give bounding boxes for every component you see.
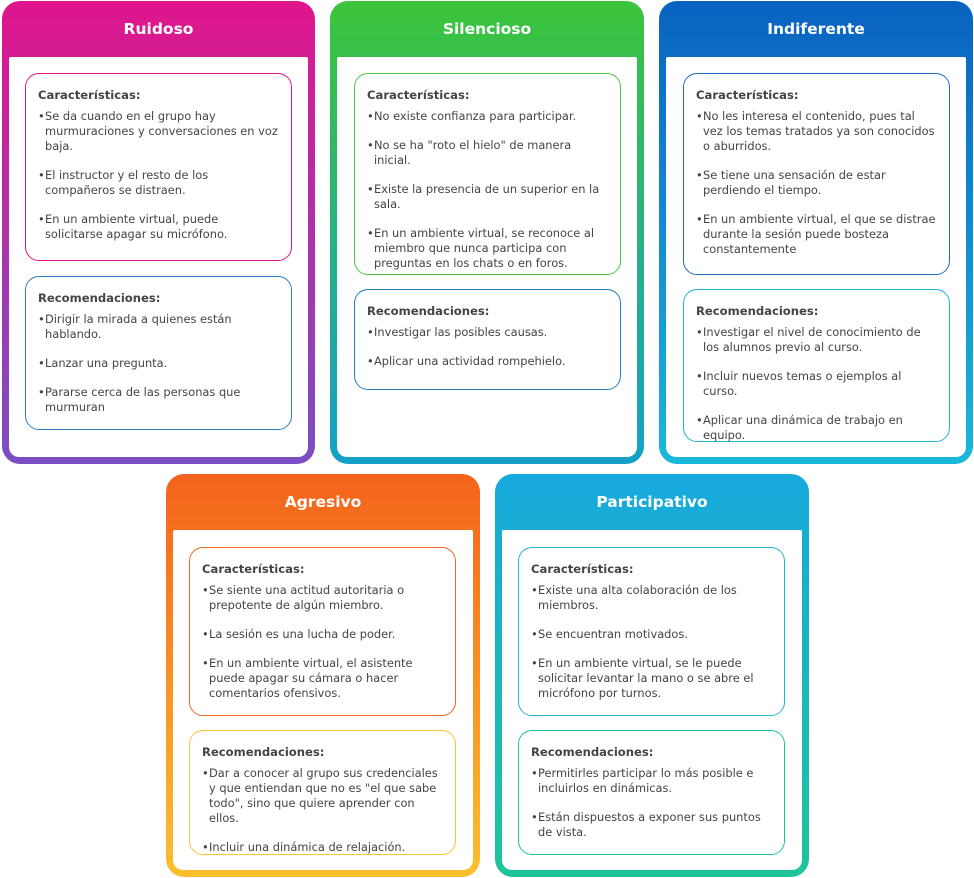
card-title: Indiferente: [767, 20, 865, 38]
recommendations-box: Recomendaciones: Investigar las posibles…: [354, 289, 621, 390]
recommendations-list: Permitirles participar lo más posible e …: [531, 766, 772, 840]
recommendations-heading: Recomendaciones:: [367, 304, 490, 318]
card-body: Características: Existe una alta colabor…: [502, 530, 802, 870]
card-agresivo: Agresivo Características: Se siente una …: [166, 474, 480, 877]
recommendations-box: Recomendaciones: Dirigir la mirada a qui…: [25, 276, 292, 430]
characteristics-list: No existe confianza para participar. No …: [367, 109, 608, 271]
characteristics-box: Características: No les interesa el cont…: [683, 73, 950, 275]
list-item: La sesión es una lucha de poder.: [202, 627, 443, 642]
list-item: Investigar el nivel de conocimiento de l…: [696, 325, 937, 355]
card-title: Silencioso: [442, 20, 532, 38]
list-item: Incluir nuevos temas o ejemplos al curso…: [696, 369, 937, 399]
list-item: Se da cuando en el grupo hay murmuracion…: [38, 109, 279, 154]
recommendations-list: Investigar el nivel de conocimiento de l…: [696, 325, 937, 443]
list-item: Aplicar una actividad rompehielo.: [367, 354, 608, 369]
list-item: Se siente una actitud autoritaria o prep…: [202, 583, 443, 613]
list-item: Existe una alta colaboración de los miem…: [531, 583, 772, 613]
recommendations-heading: Recomendaciones:: [696, 304, 819, 318]
list-item: Aplicar una dinámica de trabajo en equip…: [696, 413, 937, 443]
card-body: Características: Se da cuando en el grup…: [9, 57, 308, 457]
list-item: En un ambiente virtual, se le puede soli…: [531, 656, 772, 701]
characteristics-list: No les interesa el contenido, pues tal v…: [696, 109, 937, 257]
card-title: Agresivo: [284, 493, 362, 511]
card-body: Características: No existe confianza par…: [337, 57, 637, 457]
list-item: Incluir una dinámica de relajación.: [202, 840, 443, 855]
recommendations-box: Recomendaciones: Dar a conocer al grupo …: [189, 730, 456, 855]
list-item: El instructor y el resto de los compañer…: [38, 168, 279, 198]
card-title: Ruidoso: [123, 20, 194, 38]
list-item: En un ambiente virtual, el que se distra…: [696, 212, 937, 257]
card-body: Características: Se siente una actitud a…: [173, 530, 473, 870]
characteristics-list: Se da cuando en el grupo hay murmuracion…: [38, 109, 279, 242]
list-item: En un ambiente virtual, el asistente pue…: [202, 656, 443, 701]
characteristics-heading: Características:: [531, 562, 634, 576]
recommendations-list: Investigar las posibles causas. Aplicar …: [367, 325, 608, 369]
list-item: Lanzar una pregunta.: [38, 356, 279, 371]
recommendations-list: Dirigir la mirada a quienes están hablan…: [38, 312, 279, 415]
list-item: Se tiene una sensación de estar perdiend…: [696, 168, 937, 198]
card-body: Características: No les interesa el cont…: [666, 57, 966, 457]
characteristics-heading: Características:: [38, 88, 141, 102]
characteristics-heading: Características:: [696, 88, 799, 102]
recommendations-box: Recomendaciones: Investigar el nivel de …: [683, 289, 950, 442]
characteristics-heading: Características:: [367, 88, 470, 102]
recommendations-list: Dar a conocer al grupo sus credenciales …: [202, 766, 443, 855]
recommendations-heading: Recomendaciones:: [38, 291, 161, 305]
list-item: Dirigir la mirada a quienes están hablan…: [38, 312, 279, 342]
card-silencioso: Silencioso Características: No existe co…: [330, 1, 644, 464]
list-item: Dar a conocer al grupo sus credenciales …: [202, 766, 443, 826]
list-item: Permitirles participar lo más posible e …: [531, 766, 772, 796]
card-indiferente: Indiferente Características: No les inte…: [659, 1, 973, 464]
recommendations-heading: Recomendaciones:: [202, 745, 325, 759]
characteristics-box: Características: Se siente una actitud a…: [189, 547, 456, 716]
recommendations-heading: Recomendaciones:: [531, 745, 654, 759]
list-item: No les interesa el contenido, pues tal v…: [696, 109, 937, 154]
characteristics-list: Se siente una actitud autoritaria o prep…: [202, 583, 443, 701]
card-title: Participativo: [596, 493, 708, 511]
list-item: Se encuentran motivados.: [531, 627, 772, 642]
recommendations-box: Recomendaciones: Permitirles participar …: [518, 730, 785, 855]
characteristics-list: Existe una alta colaboración de los miem…: [531, 583, 772, 701]
list-item: No existe confianza para participar.: [367, 109, 608, 124]
list-item: Investigar las posibles causas.: [367, 325, 608, 340]
characteristics-heading: Características:: [202, 562, 305, 576]
characteristics-box: Características: Existe una alta colabor…: [518, 547, 785, 716]
list-item: Pararse cerca de las personas que murmur…: [38, 385, 279, 415]
list-item: En un ambiente virtual, puede solicitars…: [38, 212, 279, 242]
characteristics-box: Características: Se da cuando en el grup…: [25, 73, 292, 261]
list-item: No se ha "roto el hielo" de manera inici…: [367, 138, 608, 168]
list-item: En un ambiente virtual, se reconoce al m…: [367, 226, 608, 271]
characteristics-box: Características: No existe confianza par…: [354, 73, 621, 275]
list-item: Están dispuestos a exponer sus puntos de…: [531, 810, 772, 840]
card-participativo: Participativo Características: Existe un…: [495, 474, 809, 877]
list-item: Existe la presencia de un superior en la…: [367, 182, 608, 212]
card-ruidoso: Ruidoso Características: Se da cuando en…: [2, 1, 315, 464]
